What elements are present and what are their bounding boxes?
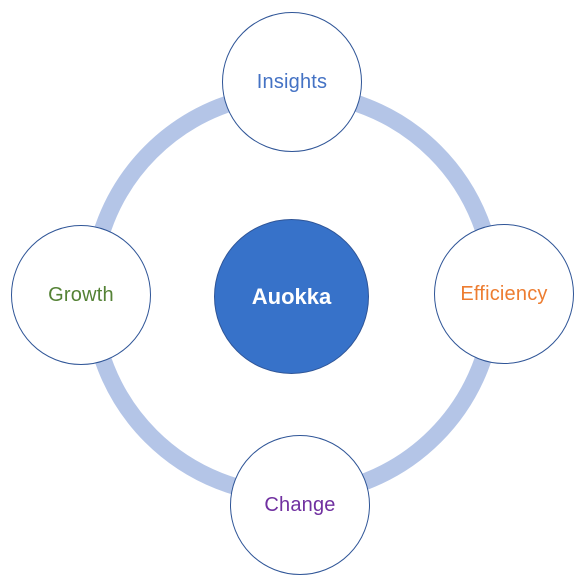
node-efficiency: Efficiency (434, 224, 574, 364)
center-node: Auokka (214, 219, 369, 374)
node-change: Change (230, 435, 370, 575)
center-label: Auokka (251, 283, 332, 309)
node-efficiency-label: Efficiency (460, 282, 548, 305)
node-change-label: Change (264, 493, 336, 516)
node-insights-label: Insights (256, 70, 328, 93)
node-growth-label: Growth (48, 283, 114, 306)
node-growth: Growth (11, 225, 151, 365)
node-insights: Insights (222, 12, 362, 152)
